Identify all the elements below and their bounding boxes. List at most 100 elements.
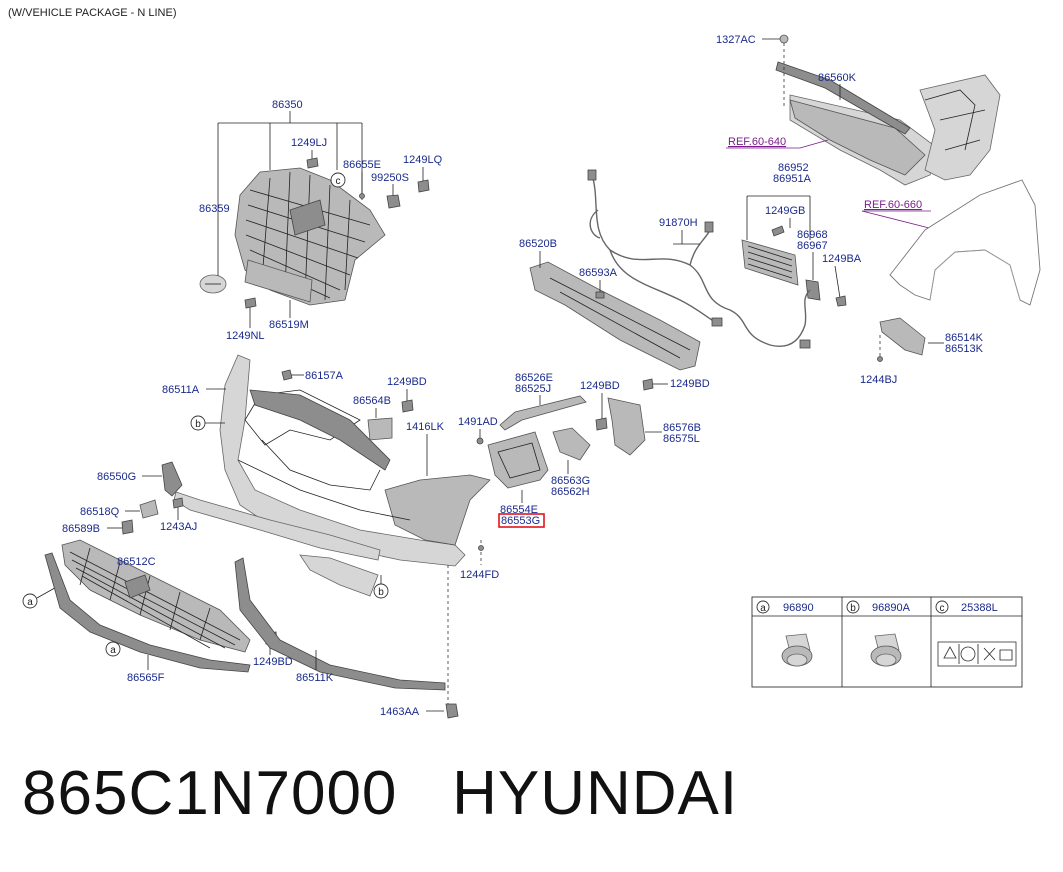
label-86593A: 86593A (579, 267, 618, 279)
side-trim-86550G (161, 461, 183, 497)
label-86967: 86967 (797, 240, 828, 252)
legend-part-25388L: 25388L (961, 602, 998, 614)
label-86511A: 86511A (162, 384, 200, 396)
screw-1249LQ (417, 179, 430, 193)
label-86952: 86952 (778, 162, 809, 174)
label-86519M: 86519M (269, 319, 309, 331)
legend-callout-b (846, 600, 860, 614)
label-86560K: 86560K (818, 72, 857, 84)
ref-60-660[interactable]: REF.60-660 (864, 199, 922, 211)
screw-1249NL (244, 297, 257, 309)
label-1249LQ: 1249LQ (403, 154, 443, 166)
ref-60-640[interactable]: REF.60-640 (728, 136, 786, 148)
footer-part-number: 865C1N7000 (22, 759, 398, 828)
label-86554E: 86554E (500, 504, 538, 516)
label-1243AJ: 1243AJ (160, 521, 197, 533)
svg-text:b: b (195, 419, 201, 430)
label-1244BJ: 1244BJ (860, 374, 897, 386)
label-86513K: 86513K (945, 343, 984, 355)
label-86655E: 86655E (343, 159, 381, 171)
label-1249BD-3: 1249BD (670, 378, 710, 390)
legend-table: a 96890 b 96890A c 25388L (751, 596, 1023, 688)
front-end-carrier (789, 74, 1001, 186)
label-1249BA: 1249BA (822, 253, 862, 265)
label-86550G: 86550G (97, 471, 136, 483)
label-1244FD: 1244FD (460, 569, 499, 581)
lower-grille-86512C (61, 539, 251, 653)
wiring-harness (587, 169, 811, 349)
front-fender (889, 179, 1041, 306)
callout-a-1 (22, 593, 38, 609)
bracket-86518Q (139, 499, 159, 519)
screw-1243AJ (172, 497, 184, 509)
screw-1249BD-3 (642, 378, 654, 391)
label-86968: 86968 (797, 229, 828, 241)
energy-absorber-86520B (529, 261, 701, 371)
label-86350: 86350 (272, 99, 303, 111)
label-1249BD-1: 1249BD (387, 376, 427, 388)
bracket-86564B (367, 417, 393, 441)
screw-1249LJ (306, 157, 319, 169)
label-86526E: 86526E (515, 372, 553, 384)
legend-callout-c (935, 600, 949, 614)
label-86359: 86359 (199, 203, 230, 215)
legend-part-96890A: 96890A (872, 602, 911, 614)
front-bumper-cover-86511A (219, 354, 491, 567)
screw-1249BD-2 (595, 417, 608, 431)
label-86564B: 86564B (353, 395, 391, 407)
label-91870H: 91870H (659, 217, 698, 229)
label-86589B: 86589B (62, 523, 100, 535)
legend-part-96890: 96890 (783, 602, 814, 614)
label-86157A: 86157A (305, 370, 344, 382)
warning-label-icon (937, 641, 1017, 667)
label-86565F: 86565F (127, 672, 165, 684)
label-1416LK: 1416LK (406, 421, 445, 433)
lower-lip-right (299, 554, 379, 597)
svg-text:c: c (336, 176, 341, 187)
label-1249GB: 1249GB (765, 205, 805, 217)
screw-1249GB (771, 225, 785, 237)
screw-1249BA (835, 295, 847, 307)
callout-a-2 (105, 641, 121, 657)
deflector-86576B (607, 397, 646, 456)
svg-text:c: c (940, 603, 945, 614)
legend-callout-a (756, 600, 770, 614)
clip-86589B (121, 519, 134, 535)
clip-1463AA (445, 703, 459, 719)
label-1463AA: 1463AA (380, 706, 420, 718)
label-86562H: 86562H (551, 486, 590, 498)
footer-part-number-brand: 865C1N7000 HYUNDAI (22, 758, 738, 829)
label-86525J: 86525J (515, 383, 551, 395)
bracket-86563G (552, 427, 591, 461)
fog-bezel-86553G (487, 431, 549, 489)
label-1249LJ: 1249LJ (291, 137, 327, 149)
label-1249BD-2: 1249BD (580, 380, 620, 392)
label-86514K: 86514K (945, 332, 984, 344)
label-86553G[interactable]: 86553G (501, 515, 540, 527)
clip-1327AC (779, 34, 789, 44)
label-86563G: 86563G (551, 475, 590, 487)
footer-brand: HYUNDAI (452, 759, 739, 828)
svg-text:b: b (378, 587, 384, 598)
label-1249NL: 1249NL (226, 330, 265, 342)
label-86512C: 86512C (117, 556, 156, 568)
label-99250S: 99250S (371, 172, 409, 184)
lower-garnish-86519M (244, 259, 313, 303)
bracket-86514K (879, 317, 926, 356)
callout-c (330, 172, 346, 188)
label-86575L: 86575L (663, 433, 700, 445)
svg-text:a: a (760, 603, 766, 614)
label-1249BD-4: 1249BD (253, 656, 293, 668)
parking-sensor-b-icon (870, 633, 902, 667)
air-flap-assembly (741, 239, 821, 301)
bracket-86525J (499, 395, 587, 431)
label-86576B: 86576B (663, 422, 701, 434)
lower-lip-trim (173, 491, 381, 561)
clip-86157A (281, 369, 293, 381)
label-86518Q: 86518Q (80, 506, 120, 518)
label-1491AD: 1491AD (458, 416, 498, 428)
svg-text:a: a (110, 645, 116, 656)
label-1327AC: 1327AC (716, 34, 756, 46)
screw-1249BD-1 (401, 399, 414, 413)
